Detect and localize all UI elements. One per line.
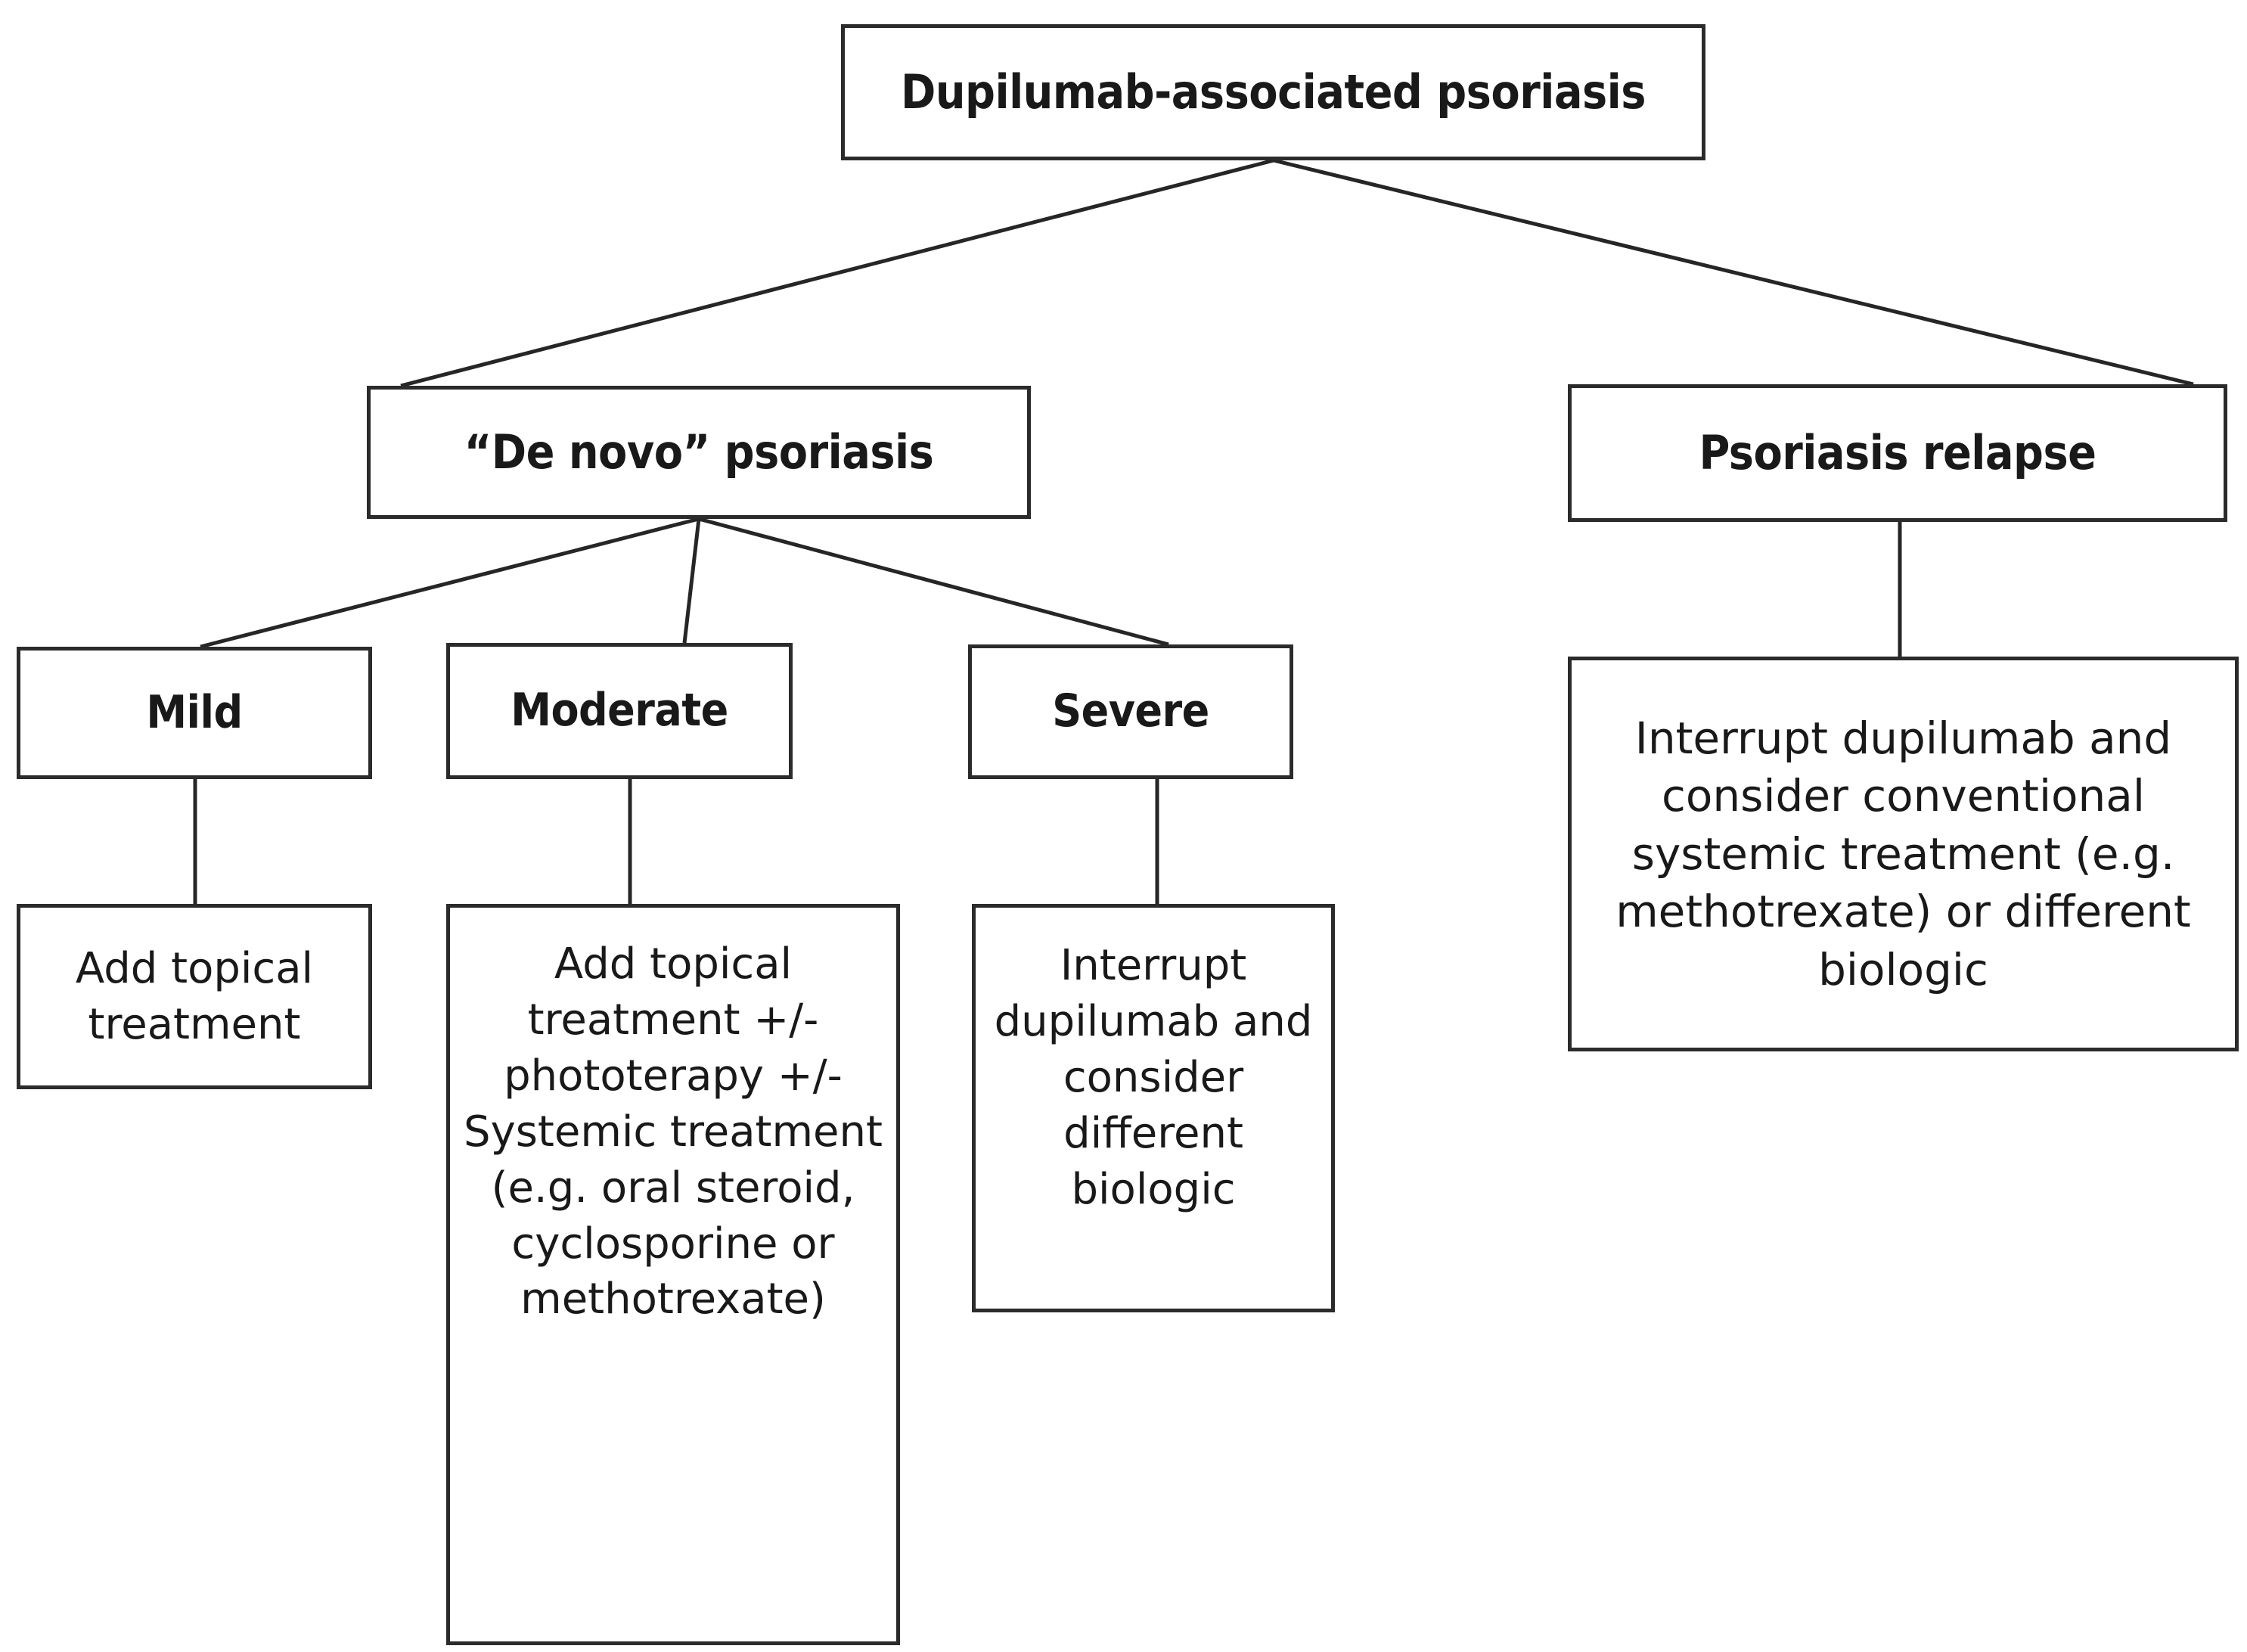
node-moderate[interactable]: Moderate xyxy=(446,643,793,779)
node-treatment-mild-label: Add topical treatment xyxy=(75,943,314,1049)
node-mild-label: Mild xyxy=(146,685,243,739)
edge-de-novo-to-mild xyxy=(200,517,700,649)
node-treatment-mild[interactable]: Add topical treatment xyxy=(17,904,372,1089)
node-treatment-relapse[interactable]: Interrupt dupilumab and consider convent… xyxy=(1568,657,2239,1051)
node-severe[interactable]: Severe xyxy=(968,644,1293,779)
node-de-novo-label: “De novo” psoriasis xyxy=(464,424,934,480)
node-relapse-label: Psoriasis relapse xyxy=(1699,425,2096,481)
node-mild[interactable]: Mild xyxy=(17,647,372,779)
node-dupilumab-associated-psoriasis[interactable]: Dupilumab-associated psoriasis xyxy=(841,24,1705,160)
node-treatment-relapse-label: Interrupt dupilumab and consider convent… xyxy=(1615,712,2191,995)
node-psoriasis-relapse[interactable]: Psoriasis relapse xyxy=(1568,384,2227,522)
node-de-novo-psoriasis[interactable]: “De novo” psoriasis xyxy=(367,386,1031,519)
edge-de-novo-to-moderate xyxy=(682,518,701,644)
node-moderate-label: Moderate xyxy=(511,684,728,738)
node-root-label: Dupilumab-associated psoriasis xyxy=(901,64,1646,120)
node-severe-label: Severe xyxy=(1052,685,1209,738)
node-treatment-moderate-label: Add topical treatment +/- phototerapy +/… xyxy=(464,939,883,1324)
edge-root-to-relapse xyxy=(1273,158,2194,387)
node-treatment-severe-label: Interrupt dupilumab and consider differe… xyxy=(994,941,1313,1214)
node-treatment-moderate[interactable]: Add topical treatment +/- phototerapy +/… xyxy=(446,904,900,1645)
edge-root-to-de-novo xyxy=(400,158,1274,388)
node-treatment-severe[interactable]: Interrupt dupilumab and consider differe… xyxy=(972,904,1335,1312)
edge-de-novo-to-severe xyxy=(698,517,1169,647)
